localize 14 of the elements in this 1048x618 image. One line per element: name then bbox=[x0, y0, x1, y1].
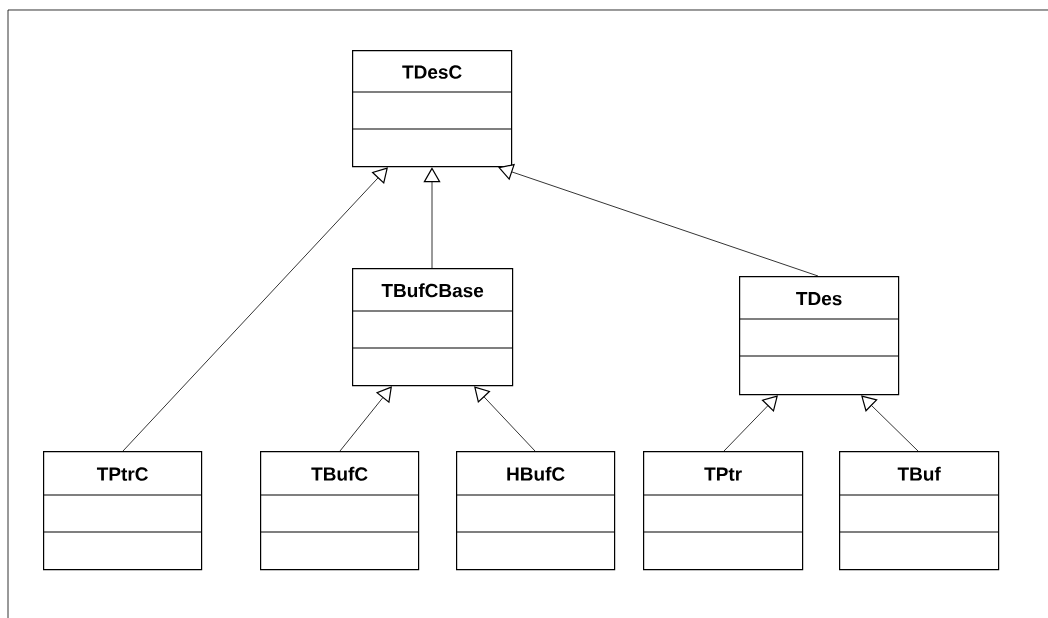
class-box: TPtrC bbox=[42, 451, 203, 571]
inheritance-arrow bbox=[861, 395, 919, 452]
class-box: TPtr bbox=[642, 451, 804, 571]
inheritance-arrow bbox=[122, 167, 388, 452]
class-box: TDes bbox=[738, 276, 900, 396]
class-box: TBuf bbox=[838, 451, 1000, 571]
inheritance-arrow bbox=[423, 167, 441, 269]
inheritance-arrow bbox=[474, 386, 536, 452]
class-box: TBufC bbox=[259, 451, 420, 571]
inheritance-arrow bbox=[723, 395, 778, 452]
class-box: HBufC bbox=[455, 451, 616, 571]
inheritance-arrow bbox=[339, 386, 392, 452]
class-box: TDesC bbox=[351, 50, 513, 168]
class-box: TBufCBase bbox=[351, 268, 514, 387]
